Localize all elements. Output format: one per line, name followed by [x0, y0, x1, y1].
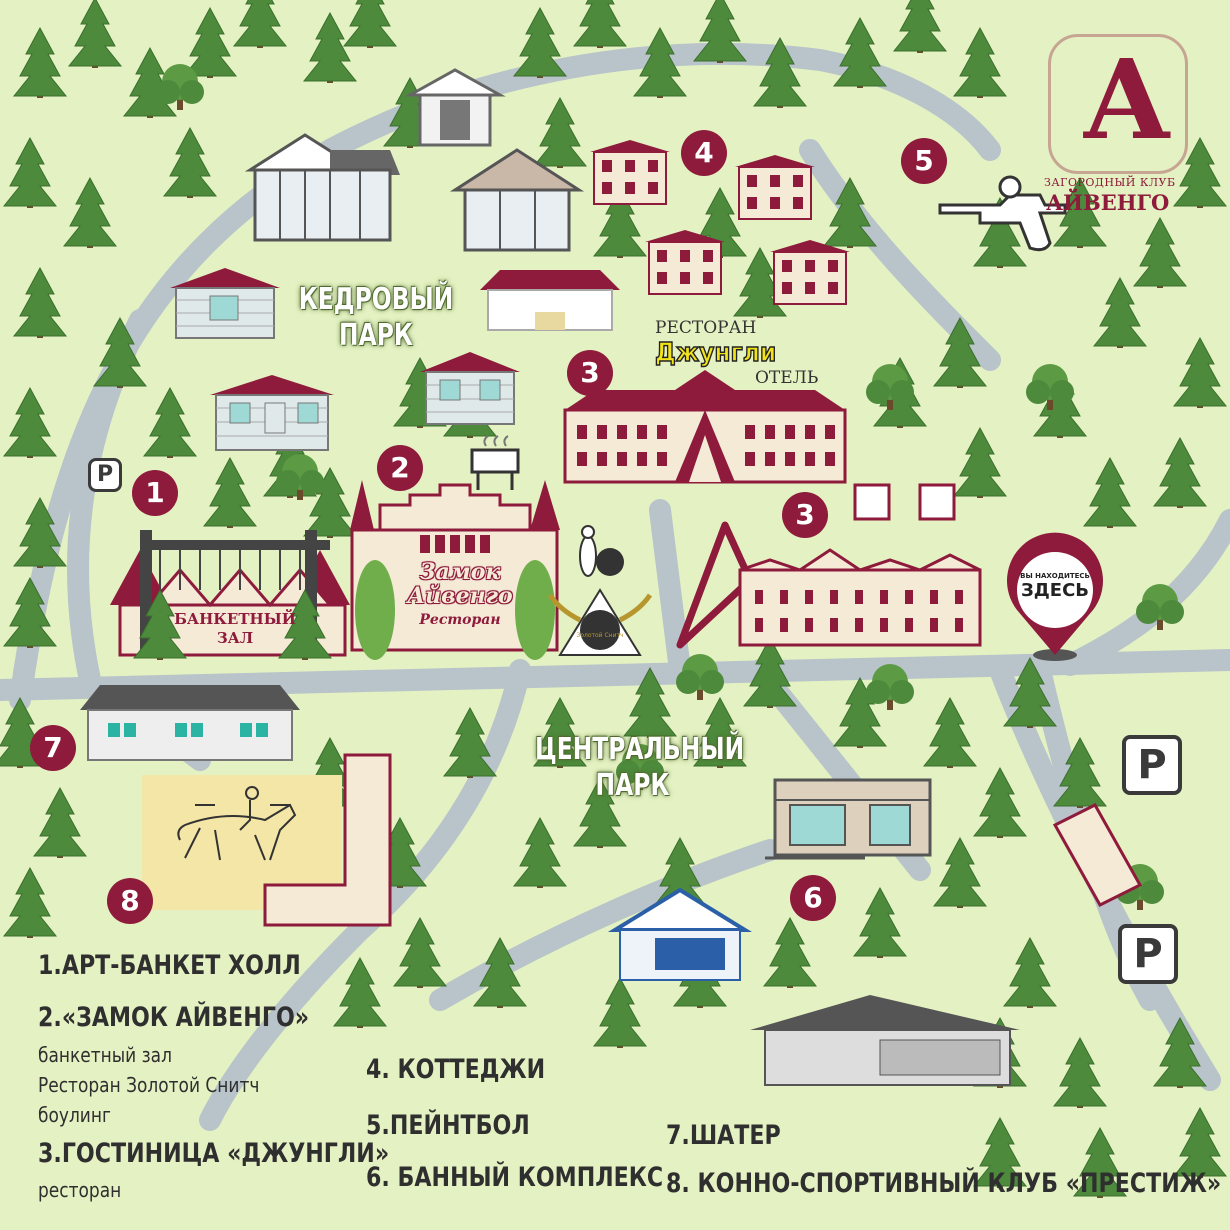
- legend-item-2-sub2: Ресторан Золотой Снитч: [38, 1073, 260, 1097]
- horse-rider-icon: [177, 786, 297, 861]
- banquet-hall-label: БАНКЕТНЫЙ ЗАЛ: [170, 610, 300, 648]
- legend-item-5: 5.ПЕЙНТБОЛ: [366, 1110, 530, 1141]
- legend-item-2: 2.«ЗАМОК АЙВЕНГО»: [38, 1002, 310, 1033]
- golden-snitch-logo: [547, 588, 653, 656]
- marker-3-annex: 3: [782, 492, 828, 538]
- marker-7: 7: [30, 725, 76, 771]
- legend-item-6: 6. БАННЫЙ КОМПЛЕКС: [366, 1162, 664, 1193]
- banquet-line2: ЗАЛ: [216, 629, 254, 647]
- marker-5: 5: [901, 138, 947, 184]
- castle-line2: Айвенго: [407, 583, 513, 609]
- jungle-restaurant-label: РЕСТОРАН: [655, 318, 757, 338]
- central-park-line1: ЦЕНТРАЛЬНЫЙ: [535, 732, 745, 767]
- marker-2: 2: [377, 445, 423, 491]
- legend-item-3: 3.ГОСТИНИЦА «ДЖУНГЛИ»: [38, 1138, 390, 1169]
- snitch-label: Золотой Снитч: [576, 632, 624, 639]
- banquet-line1: БАНКЕТНЫЙ: [174, 610, 296, 628]
- parking-building: [1052, 803, 1143, 907]
- parking-sign-left: P: [88, 458, 122, 492]
- legend-item-1: 1.АРТ-БАНКЕТ ХОЛЛ: [38, 950, 301, 981]
- cedar-park-line1: КЕДРОВЫЙ: [298, 282, 454, 317]
- logo-ornament: [1048, 34, 1188, 174]
- grill-icon: [470, 435, 520, 490]
- parking-sign-right-bottom: P: [1118, 924, 1178, 984]
- central-park-label: ЦЕНТРАЛЬНЫЙ ПАРК: [535, 732, 745, 804]
- legend-item-4: 4. КОТТЕДЖИ: [366, 1054, 546, 1085]
- legend-item-3-sub1: ресторан: [38, 1178, 122, 1202]
- logo-name: АЙВЕНГО: [1046, 190, 1170, 215]
- tent-building: [80, 685, 300, 761]
- you-are-here-line1: ВЫ НАХОДИТЕСЬ: [1020, 572, 1090, 580]
- cottages: [590, 140, 850, 305]
- parking-sign-right-top: P: [1122, 735, 1182, 795]
- you-are-here-line2: ЗДЕСЬ: [1020, 580, 1090, 601]
- jungle-hotel-label: ОТЕЛЬ: [755, 368, 819, 388]
- castle-line1: Замок: [419, 559, 501, 585]
- marker-6: 6: [790, 875, 836, 921]
- you-are-here-pin: [1007, 532, 1103, 661]
- legend-item-2-sub3: боулинг: [38, 1103, 111, 1127]
- logo-letter: А: [1082, 35, 1172, 164]
- club-logo: А ЗАГОРОДНЫЙ КЛУБ АЙВЕНГО: [1040, 30, 1190, 220]
- legend-item-7: 7.ШАТЕР: [666, 1120, 781, 1151]
- bowling-icon: [579, 525, 624, 577]
- you-are-here-label: ВЫ НАХОДИТЕСЬ ЗДЕСЬ: [1017, 572, 1093, 601]
- castle-line3: Ресторан: [419, 612, 501, 628]
- banquet-hall-building: [110, 530, 350, 661]
- cedar-park-label: КЕДРОВЫЙ ПАРК: [298, 282, 454, 354]
- bath-complex-buildings: [607, 778, 1020, 1086]
- legend-item-8: 8. КОННО-СПОРТИВНЫЙ КЛУБ «ПРЕСТИЖ»: [666, 1168, 1222, 1199]
- marker-3-hotel: 3: [567, 350, 613, 396]
- marker-1: 1: [132, 470, 178, 516]
- marker-4: 4: [681, 130, 727, 176]
- logo-subtitle: ЗАГОРОДНЫЙ КЛУБ: [1044, 176, 1176, 189]
- cedar-park-line2: ПАРК: [339, 318, 413, 353]
- hotel-annex-building: [676, 483, 982, 649]
- castle-ivanhoe-building: [350, 480, 560, 660]
- horse-club-area: [142, 753, 392, 927]
- central-park-line2: ПАРК: [595, 768, 670, 803]
- legend-item-2-sub1: банкетный зал: [38, 1043, 172, 1067]
- paintball-gun-icon: [938, 175, 1067, 252]
- marker-8: 8: [107, 878, 153, 924]
- hotel-jungle-building: [563, 370, 847, 484]
- castle-label: Замок Айвенго Ресторан: [390, 560, 530, 632]
- jungle-name-label: Джунгли: [654, 337, 777, 369]
- cedar-park-houses: [170, 68, 620, 451]
